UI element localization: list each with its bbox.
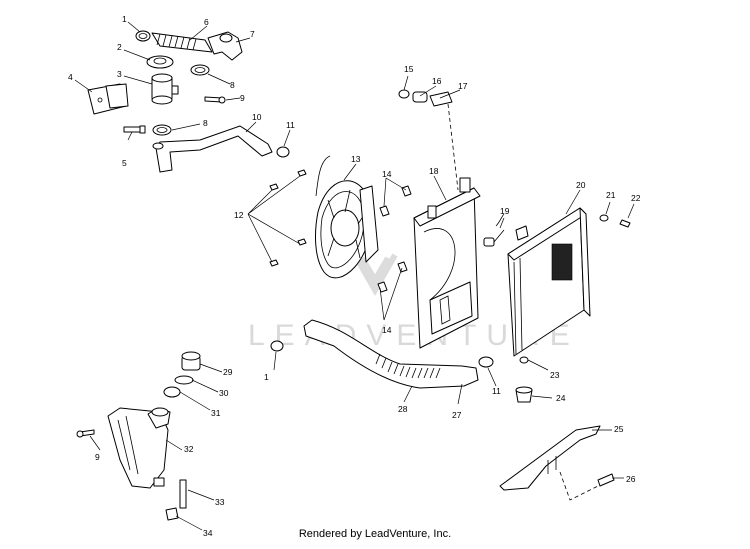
callout-11-lower: 11: [492, 386, 501, 396]
callout-33: 33: [215, 497, 225, 507]
callout-15: 15: [404, 64, 414, 74]
callout-31: 31: [211, 408, 221, 418]
lower-bypass-hose-10[interactable]: [152, 125, 273, 173]
callout-10: 10: [252, 112, 262, 122]
coolant-reservoir-32[interactable]: [107, 407, 171, 489]
tube-clamp-34[interactable]: [165, 507, 179, 521]
hose-clamp-1-lower[interactable]: [270, 340, 284, 352]
callout-19: 19: [500, 206, 510, 216]
callout-9-lower: 9: [95, 452, 100, 462]
callout-21: 21: [606, 190, 616, 200]
callout-30: 30: [219, 388, 229, 398]
fan-shroud-18[interactable]: [413, 177, 481, 349]
guide-line-bottom: [559, 471, 599, 501]
guide-line-top: [447, 103, 459, 191]
callout-12: 12: [234, 210, 244, 220]
screw-26[interactable]: [597, 473, 615, 487]
reducer-16[interactable]: [412, 91, 428, 103]
callout-34: 34: [203, 528, 213, 538]
overflow-tube-33[interactable]: [179, 479, 187, 509]
callout-5: 5: [122, 158, 127, 168]
callout-28: 28: [398, 404, 408, 414]
callout-14-lower: 14: [382, 325, 392, 335]
callout-11-upper: 11: [286, 120, 295, 130]
callout-16: 16: [432, 76, 442, 86]
callout-17: 17: [458, 81, 468, 91]
bracket-4[interactable]: [87, 83, 129, 115]
reservoir-cap-29[interactable]: [181, 351, 201, 371]
mounting-bolts-12[interactable]: [269, 169, 307, 267]
screw-22[interactable]: [619, 219, 631, 228]
callout-18: 18: [429, 166, 439, 176]
callout-1-lower: 1: [264, 372, 269, 382]
filler-neck-2[interactable]: [146, 55, 174, 69]
callout-27: 27: [452, 410, 462, 420]
grommet-21[interactable]: [599, 214, 609, 222]
insert-31[interactable]: [163, 386, 181, 398]
callout-29: 29: [223, 367, 233, 377]
callout-23: 23: [550, 370, 560, 380]
screw-9-upper[interactable]: [204, 96, 226, 104]
callout-22: 22: [631, 193, 641, 203]
callout-4: 4: [68, 72, 73, 82]
callout-1: 1: [122, 14, 127, 24]
callout-14-upper: 14: [382, 169, 392, 179]
clamp-8-upper[interactable]: [190, 64, 210, 76]
hose-clamp-11-lower[interactable]: [478, 356, 494, 368]
fitting-17[interactable]: [429, 91, 453, 107]
bolt-5[interactable]: [123, 125, 146, 134]
support-bracket-25[interactable]: [499, 425, 601, 491]
clamp-15[interactable]: [398, 89, 410, 99]
clips-14-upper[interactable]: [379, 185, 412, 217]
callout-24: 24: [556, 393, 566, 403]
callout-20: 20: [576, 180, 586, 190]
cooling-fan-13[interactable]: [315, 155, 379, 279]
lower-radiator-hose-28[interactable]: [303, 319, 479, 389]
clamp-8-lower[interactable]: [152, 124, 172, 136]
seal-30[interactable]: [174, 375, 194, 385]
footer-credit: Rendered by LeadVenture, Inc.: [298, 528, 452, 540]
callout-8-upper: 8: [230, 80, 235, 90]
callout-32: 32: [184, 444, 194, 454]
leader-lines: [74, 21, 635, 531]
callout-26: 26: [626, 474, 636, 484]
mount-23[interactable]: [519, 356, 529, 364]
callout-7: 7: [250, 29, 255, 39]
callout-3: 3: [117, 69, 122, 79]
callout-2: 2: [117, 42, 122, 52]
callout-labels: 1 2 3 4 5 6 7 8 8 9 10 11 12 13 14 14 15…: [68, 14, 641, 538]
radiator-cap-3[interactable]: [151, 73, 179, 105]
radiator-20[interactable]: [507, 207, 591, 357]
hose-clamp-11-upper[interactable]: [276, 146, 290, 158]
callout-9-upper: 9: [240, 93, 245, 103]
callout-25: 25: [614, 424, 624, 434]
screw-9-lower[interactable]: [76, 429, 95, 438]
grommet-24[interactable]: [515, 386, 533, 403]
hose-clamp-1[interactable]: [135, 30, 151, 42]
temp-sensor-19[interactable]: [483, 213, 505, 247]
watermark-logo: [352, 253, 398, 297]
elbow-fitting-7[interactable]: [207, 31, 243, 61]
upper-coolant-hose-6[interactable]: [151, 32, 213, 53]
callout-6: 6: [204, 17, 209, 27]
callout-8-lower: 8: [203, 118, 208, 128]
callout-13: 13: [351, 154, 361, 164]
